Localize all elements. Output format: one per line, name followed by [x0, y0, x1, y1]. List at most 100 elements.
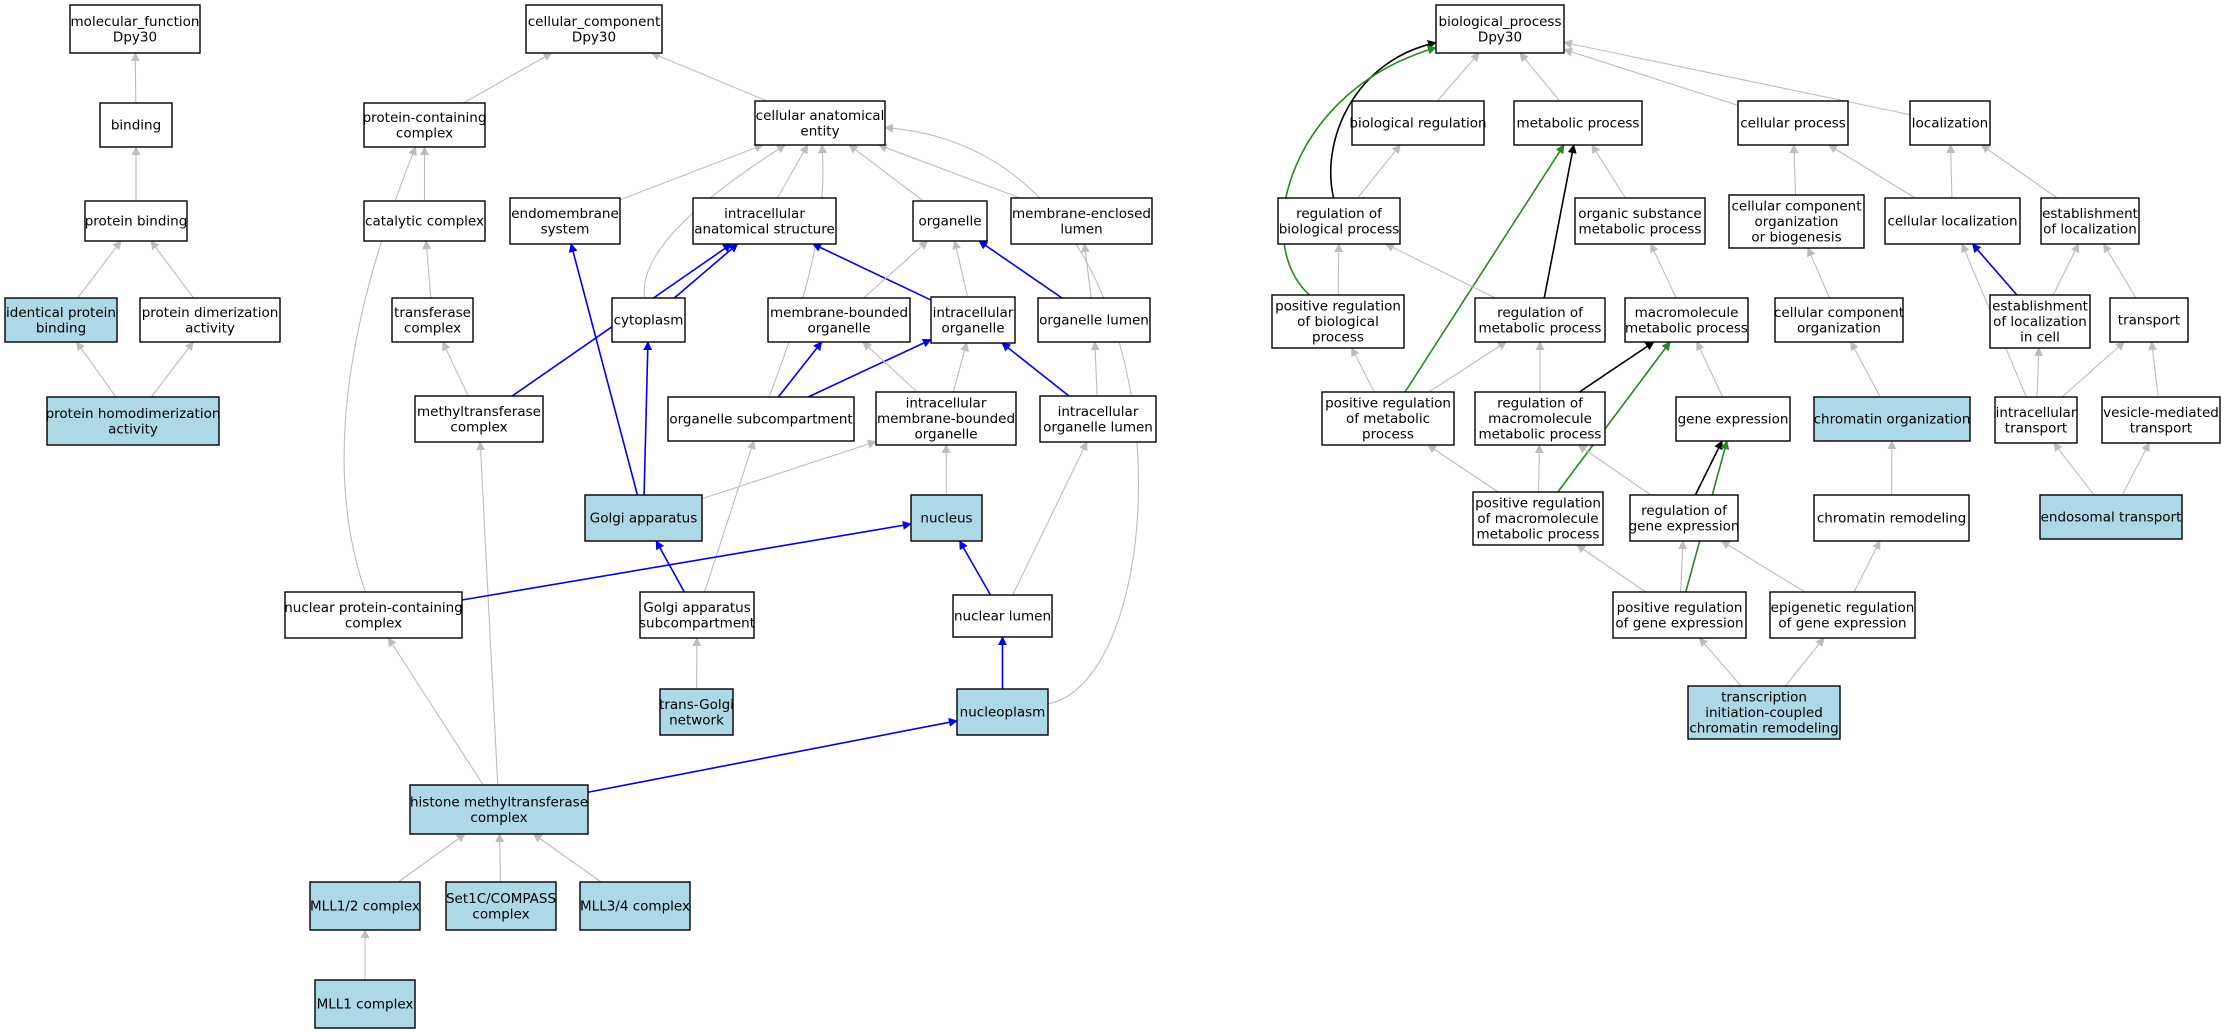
go-term-label-line: protein binding	[85, 214, 188, 230]
go-term-node-bioreg[interactable]: biological regulation	[1349, 100, 1487, 146]
edge-is-a-posreggene-to-posregmacro	[1576, 544, 1647, 593]
edge-is-a-cytoplasm-to-cae	[643, 144, 786, 299]
edge-is-a-protHomodimer-to-identprot	[76, 341, 117, 398]
go-term-label-line: methyltransferase	[417, 404, 541, 420]
edge-is-a-endosomal-to-vesicle	[2121, 442, 2150, 496]
go-term-node-local[interactable]: localization	[1909, 100, 1991, 146]
go-term-box	[445, 881, 557, 931]
edge-is-a-vesicle-to-transport	[2148, 341, 2159, 398]
go-term-label-line: positive regulation	[1617, 600, 1743, 616]
go-term-label-line: Golgi apparatus	[643, 600, 750, 616]
go-term-box	[1909, 100, 1991, 146]
go-term-node-chromremod[interactable]: chromatin remodeling	[1813, 494, 1970, 542]
go-term-node-organelle[interactable]: organelle	[912, 200, 988, 242]
go-term-label-line: complex	[345, 615, 402, 631]
go-term-node-nuclumen[interactable]: nuclear lumen	[952, 594, 1053, 638]
go-term-box	[2039, 494, 2183, 540]
go-term-node-mll1[interactable]: MLL1 complex	[314, 979, 416, 1029]
edge-part-of-orgsub-to-membound	[777, 341, 823, 398]
go-term-node-celllocal[interactable]: cellular localization	[1884, 197, 2021, 245]
go-term-node-transport[interactable]: transport	[2109, 297, 2189, 343]
go-term-node-binding[interactable]: binding	[99, 102, 173, 148]
go-term-node-cellproc[interactable]: cellular process	[1737, 100, 1849, 146]
go-term-box	[391, 297, 474, 343]
go-term-node-metab[interactable]: metabolic process	[1513, 100, 1643, 146]
go-term-label: nuclear lumen	[954, 609, 1051, 625]
go-term-node-chromorg[interactable]: chromatin organization	[1813, 396, 1971, 442]
go-term-box	[1574, 197, 1706, 245]
edge-is-a-orgsub-to-cae	[768, 144, 828, 398]
go-term-box	[409, 784, 589, 835]
edge-is-a-macromet-to-orgsubst	[1650, 243, 1677, 299]
go-term-node-nucleoplasm[interactable]: nucleoplasm	[956, 688, 1049, 736]
go-term-node-endosomal[interactable]: endosomal transport	[2039, 494, 2183, 540]
go-term-label-line: regulation of	[1296, 206, 1383, 222]
go-term-node-protbinding[interactable]: protein binding	[84, 200, 188, 242]
go-term-label-line: cellular component	[1774, 305, 1904, 321]
go-term-node-golgi[interactable]: Golgi apparatus	[584, 494, 703, 542]
go-term-label-line: Dpy30	[572, 29, 616, 45]
go-term-label-line: organelle lumen	[1043, 419, 1153, 435]
go-term-node-mll34[interactable]: MLL3/4 complex	[579, 881, 691, 931]
go-term-node-nucleus[interactable]: nucleus	[910, 494, 983, 542]
go-term-label-line: cellular anatomical	[756, 108, 885, 124]
go-term-node-orgsub[interactable]: organelle subcompartment	[667, 396, 855, 442]
go-term-box	[1472, 491, 1604, 546]
go-term-node-geneexp[interactable]: gene expression	[1675, 396, 1791, 442]
go-term-box	[1737, 100, 1849, 146]
go-term-label-line: gene expression	[1629, 518, 1740, 534]
go-term-label-line: organelle lumen	[1039, 313, 1149, 329]
go-term-node-mll12[interactable]: MLL1/2 complex	[309, 881, 421, 931]
go-term-box	[1994, 396, 2078, 444]
go-term-node-orglumen[interactable]: organelle lumen	[1037, 297, 1151, 343]
go-term-node-cytoplasm[interactable]: cytoplasm	[611, 297, 686, 343]
go-term-box	[1629, 494, 1739, 542]
go-term-node-catalytic[interactable]: catalytic complex	[363, 200, 486, 242]
go-term-label-line: catalytic complex	[365, 214, 484, 230]
